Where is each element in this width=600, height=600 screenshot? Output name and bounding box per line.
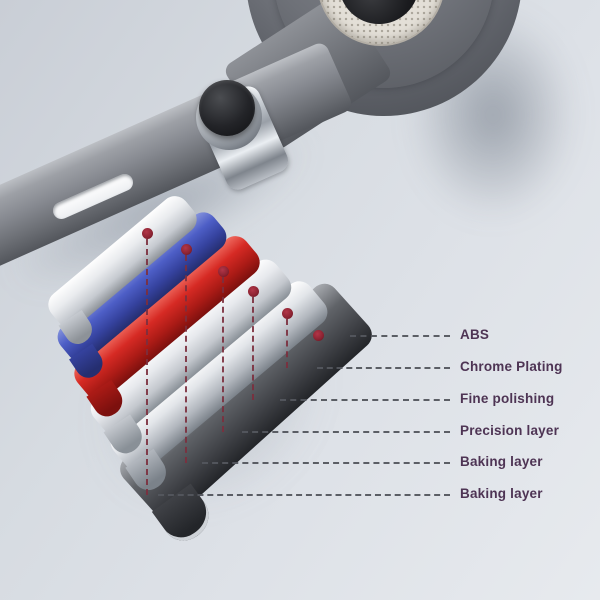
callout-hline [242,431,450,433]
callout-label: Precision layer [460,423,560,438]
callout-dot [313,330,324,341]
callout-label: Chrome Plating [460,359,563,374]
callout-dot [181,244,192,255]
mode-button [199,80,255,136]
callout-vline [252,297,254,400]
callout-label: ABS [460,327,490,342]
callout-hline [350,335,450,337]
callout-label: Baking layer [460,486,543,501]
callout-vline [146,239,148,495]
callout-hline [202,462,450,464]
callout-dot [142,228,153,239]
callout-label: Fine polishing [460,391,555,406]
callout-label: Baking layer [460,454,543,469]
callout-hline [317,367,450,369]
callout-vline [222,277,224,432]
callout-dot [248,286,259,297]
callout-dot [218,266,229,277]
callout-vline [286,319,288,368]
callout-vline [185,255,187,463]
callout-hline [158,494,450,496]
callout-hline [280,399,450,401]
callout-dot [282,308,293,319]
